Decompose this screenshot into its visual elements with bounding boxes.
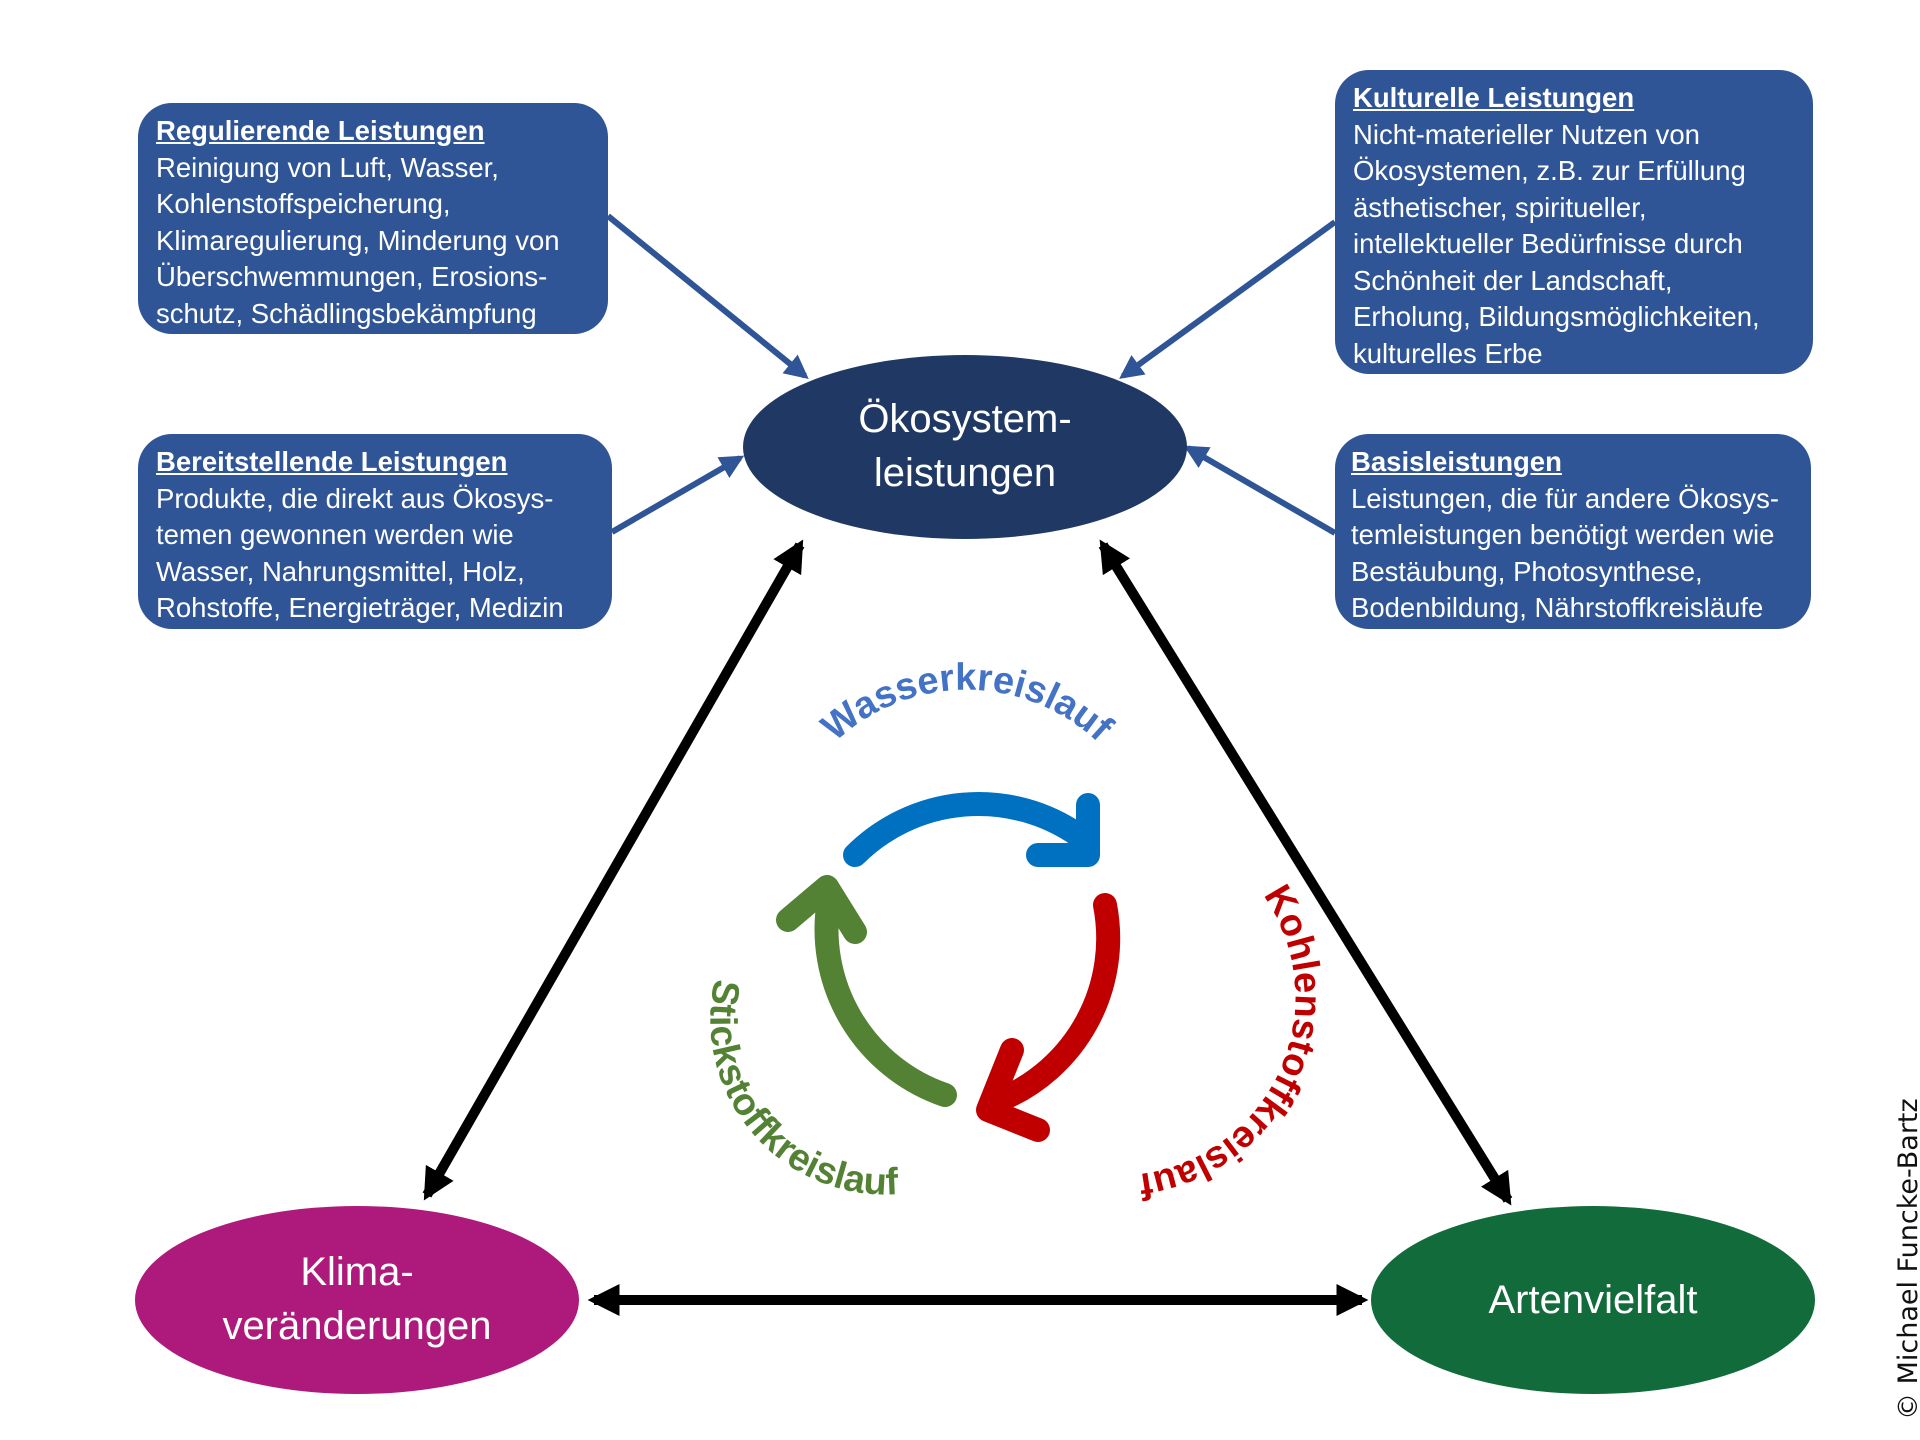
arrow-cultural-to-center <box>1119 219 1337 379</box>
provisioning-services-title: Bereitstellende Leistungen <box>156 446 508 477</box>
copyright-notice: © Michael Funcke-Bartz <box>1893 1098 1920 1420</box>
supporting-services-box: Basisleistungen Leistungen, die für ande… <box>1335 434 1811 629</box>
cultural-services-title: Kulturelle Leistungen <box>1353 82 1635 113</box>
node-ecosystem-services <box>743 355 1187 539</box>
node-biodiversity <box>1371 1206 1815 1394</box>
water-cycle-label: Wasserkreislauf <box>814 657 1121 750</box>
cultural-services-box: Kulturelle Leistungen Nicht-materieller … <box>1335 70 1813 374</box>
provisioning-services-box: Bereitstellende Leistungen Produkte, die… <box>138 434 612 629</box>
regulating-services-box: Regulierende Leistungen Reinigung von Lu… <box>138 103 608 334</box>
carbon-cycle-label: Kohlenstoffkreislauf <box>1137 878 1329 1207</box>
node-climate-change <box>135 1206 579 1394</box>
arrow-provisioning-to-center <box>610 455 745 535</box>
carbon-cycle-arrow <box>976 893 1121 1142</box>
cultural-services-text: Nicht-materieller Nutzen von Ökosystemen… <box>1353 118 1760 369</box>
arrow-supporting-to-center <box>1183 445 1337 536</box>
ecosystem-services-label: Ökosystem- leistungen <box>858 397 1072 495</box>
arrow-center-biodiversity <box>1098 539 1513 1206</box>
arrow-regulating-to-center <box>606 213 809 380</box>
climate-change-label: Klima- veränderungen <box>222 1250 492 1348</box>
water-cycle-arrow <box>843 791 1100 867</box>
arrow-center-climate <box>422 539 805 1201</box>
regulating-services-text: Reinigung von Luft, Wasser, Kohlenstoffs… <box>156 151 560 329</box>
regulating-services-title: Regulierende Leistungen <box>156 115 485 146</box>
biodiversity-label: Artenvielfalt <box>1488 1278 1698 1322</box>
nitrogen-cycle-arrow <box>776 875 957 1107</box>
supporting-services-text: Leistungen, die für andere Ökosys- temle… <box>1351 482 1780 624</box>
provisioning-services-text: Produkte, die direkt aus Ökosys- temen g… <box>156 482 564 624</box>
nitrogen-cycle-label: Stickstoffkreislauf <box>701 977 899 1204</box>
supporting-services-title: Basisleistungen <box>1351 446 1562 477</box>
